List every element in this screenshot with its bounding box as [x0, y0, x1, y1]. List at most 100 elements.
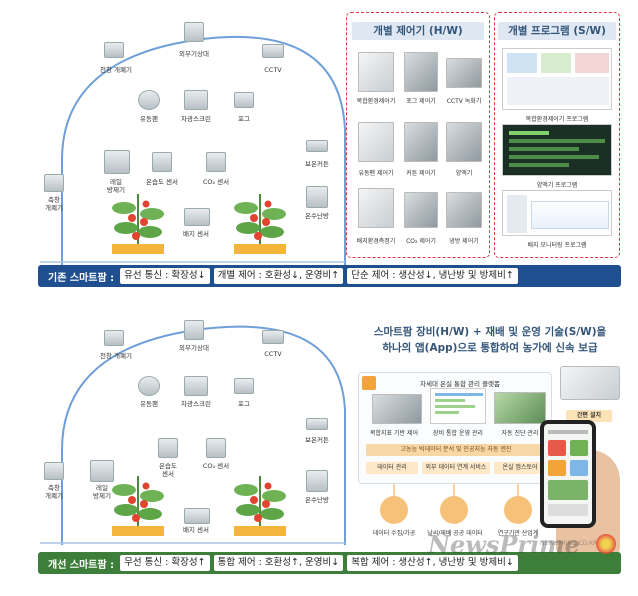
co2-sensor-label: CO₂ 센서	[202, 178, 230, 186]
substrate-meter-photo	[358, 188, 394, 228]
cctv-icon	[262, 44, 284, 58]
watermark-sub: NEWSPRIME.CO.KR	[540, 540, 598, 547]
humidity-sensor-label: 온습도 센서	[146, 178, 178, 186]
watermark: NewsPrime	[428, 530, 580, 559]
smartphone-app[interactable]	[540, 420, 596, 528]
substrate-sensor-icon	[184, 508, 210, 524]
hw-item-label: 포그 제어기	[406, 98, 436, 105]
watermark-star-icon	[596, 534, 616, 554]
fan-label: 유동팬	[140, 115, 158, 123]
hw-item-label: 냉방 제어기	[449, 238, 479, 245]
rail-sprayer-label: 레일 방제기	[93, 484, 111, 500]
hw-item-label: 유동팬 제어기	[358, 170, 394, 177]
platform-chip-icon	[362, 376, 376, 390]
data-collection-icon	[380, 496, 408, 524]
curtain-controller-photo	[404, 122, 438, 162]
cctv-recorder-photo	[446, 58, 482, 88]
wifi-icon	[212, 424, 224, 432]
platform-crop-photo	[494, 392, 546, 424]
sw-program-panel	[494, 12, 620, 258]
shade-screen-icon	[184, 90, 208, 110]
complex-controller-program-screenshot	[502, 48, 612, 110]
tomato-plant-icon	[234, 476, 286, 536]
side-vent-icon	[44, 174, 64, 192]
wifi-icon	[312, 404, 324, 412]
wifi-icon	[112, 318, 124, 326]
roof-vent-icon	[104, 330, 124, 346]
fan-label: 유동팬	[140, 400, 158, 408]
cctv-label: CCTV	[264, 350, 282, 358]
hw-panel-title: 개별 제어기 (H/W)	[352, 22, 484, 40]
hot-water-heater-label: 온수난방	[305, 496, 329, 504]
hw-item-label: 커튼 제어기	[406, 170, 436, 177]
hw-item-label: CCTV 녹화기	[446, 98, 482, 105]
roof-vent-icon	[104, 42, 124, 58]
bar-segment: 통합 제어 : 호환성↑, 운영비↓	[213, 555, 344, 571]
bar-segment: 유선 통신 : 확장성↓	[120, 268, 210, 284]
bar-title: 개선 스마트팜 :	[48, 559, 115, 571]
platform-circle-label: 날씨/재배 공공 데이터	[427, 530, 483, 537]
co2-sensor-icon	[206, 152, 226, 172]
platform-tile-label: 장비 통합 운영 관리	[433, 430, 483, 437]
bar-segment: 무선 통신 : 확장성↑	[120, 555, 210, 571]
sw-item-label: 배지 모니터링 프로그램	[527, 242, 587, 249]
tomato-plant-icon	[112, 194, 164, 254]
fog-icon	[234, 92, 254, 108]
hot-water-heater-icon	[306, 470, 328, 492]
wifi-icon	[190, 496, 202, 504]
public-data-icon	[440, 496, 468, 524]
fog-label: 포그	[238, 115, 250, 123]
side-vent-label: 측창 개폐기	[45, 484, 63, 500]
thermal-curtain-icon	[306, 418, 328, 430]
platform-tile-label: 자동 진단 관리	[501, 430, 539, 437]
hot-water-heater-label: 온수난방	[305, 212, 329, 220]
substrate-monitor-program-screenshot	[502, 190, 612, 236]
shade-screen-label: 차광스크린	[181, 115, 211, 123]
shade-screen-label: 차광스크린	[181, 400, 211, 408]
improved-smartfarm-bar: 개선 스마트팜 : 무선 통신 : 확장성↑ 통합 제어 : 호환성↑, 운영비…	[38, 552, 621, 574]
fog-icon	[234, 378, 254, 394]
sw-item-label: 복합환경제어기 프로그램	[525, 116, 589, 123]
substrate-sensor-icon	[184, 208, 210, 226]
wifi-icon	[190, 364, 202, 372]
platform-service-label: 데이터 관리	[366, 462, 418, 474]
rail-sprayer-label: 레일 방제기	[107, 178, 125, 194]
headline-line-2: 하나의 앱(App)으로 통합하여 농가에 신속 보급	[382, 342, 598, 354]
fog-label: 포그	[238, 400, 250, 408]
platform-circle-label: 데이터 수집/가공	[372, 530, 416, 537]
substrate-sensor-label: 배지 센서	[183, 230, 209, 238]
fan-icon	[138, 376, 160, 396]
wifi-icon	[312, 456, 324, 464]
fog-controller-photo	[404, 52, 438, 92]
thermal-curtain-icon	[306, 140, 328, 152]
weather-station-label: 외부기상대	[179, 50, 209, 58]
weather-station-icon	[184, 22, 204, 42]
hw-item-label: CO₂ 제어기	[406, 238, 436, 245]
research-industry-icon	[504, 496, 532, 524]
fan-icon	[138, 90, 160, 110]
co2-sensor-icon	[206, 438, 226, 458]
platform-title: 차세대 온실 통합 관리 플랫폼	[419, 380, 501, 388]
roof-vent-label: 천창 개폐기	[100, 352, 132, 360]
fan-controller-photo	[358, 122, 394, 162]
wifi-icon	[98, 446, 110, 454]
hw-item-label: 배지환경측정기	[356, 238, 396, 245]
rail-sprayer-icon	[90, 460, 114, 482]
easy-install-label: 간편 설치	[566, 410, 612, 422]
bar-segment: 개별 제어 : 호환성↓, 운영비↑	[213, 268, 344, 284]
weather-station-icon	[184, 320, 204, 340]
co2-controller-photo	[404, 192, 438, 228]
headline-line-1: 스마트팜 장비(H/W) + 재배 및 운영 기술(S/W)을	[373, 326, 607, 338]
wifi-icon	[144, 366, 156, 374]
roof-vent-label: 천창 개폐기	[100, 66, 132, 74]
cooling-controller-photo	[446, 192, 482, 228]
cctv-label: CCTV	[264, 66, 282, 74]
platform-service-label: 외부 데이터 연계 서비스	[422, 462, 490, 474]
tomato-plant-icon	[234, 194, 286, 254]
bar-segment: 단순 제어 : 생산성↓, 냉난방 및 방제비↑	[347, 268, 518, 284]
wifi-icon	[268, 318, 280, 326]
humidity-sensor-label: 온습도 센서	[159, 462, 177, 478]
platform-equipment-photo	[372, 394, 422, 424]
hw-item-label: 복합환경제어기	[356, 98, 396, 105]
hw-item-label: 양액기	[455, 170, 473, 177]
